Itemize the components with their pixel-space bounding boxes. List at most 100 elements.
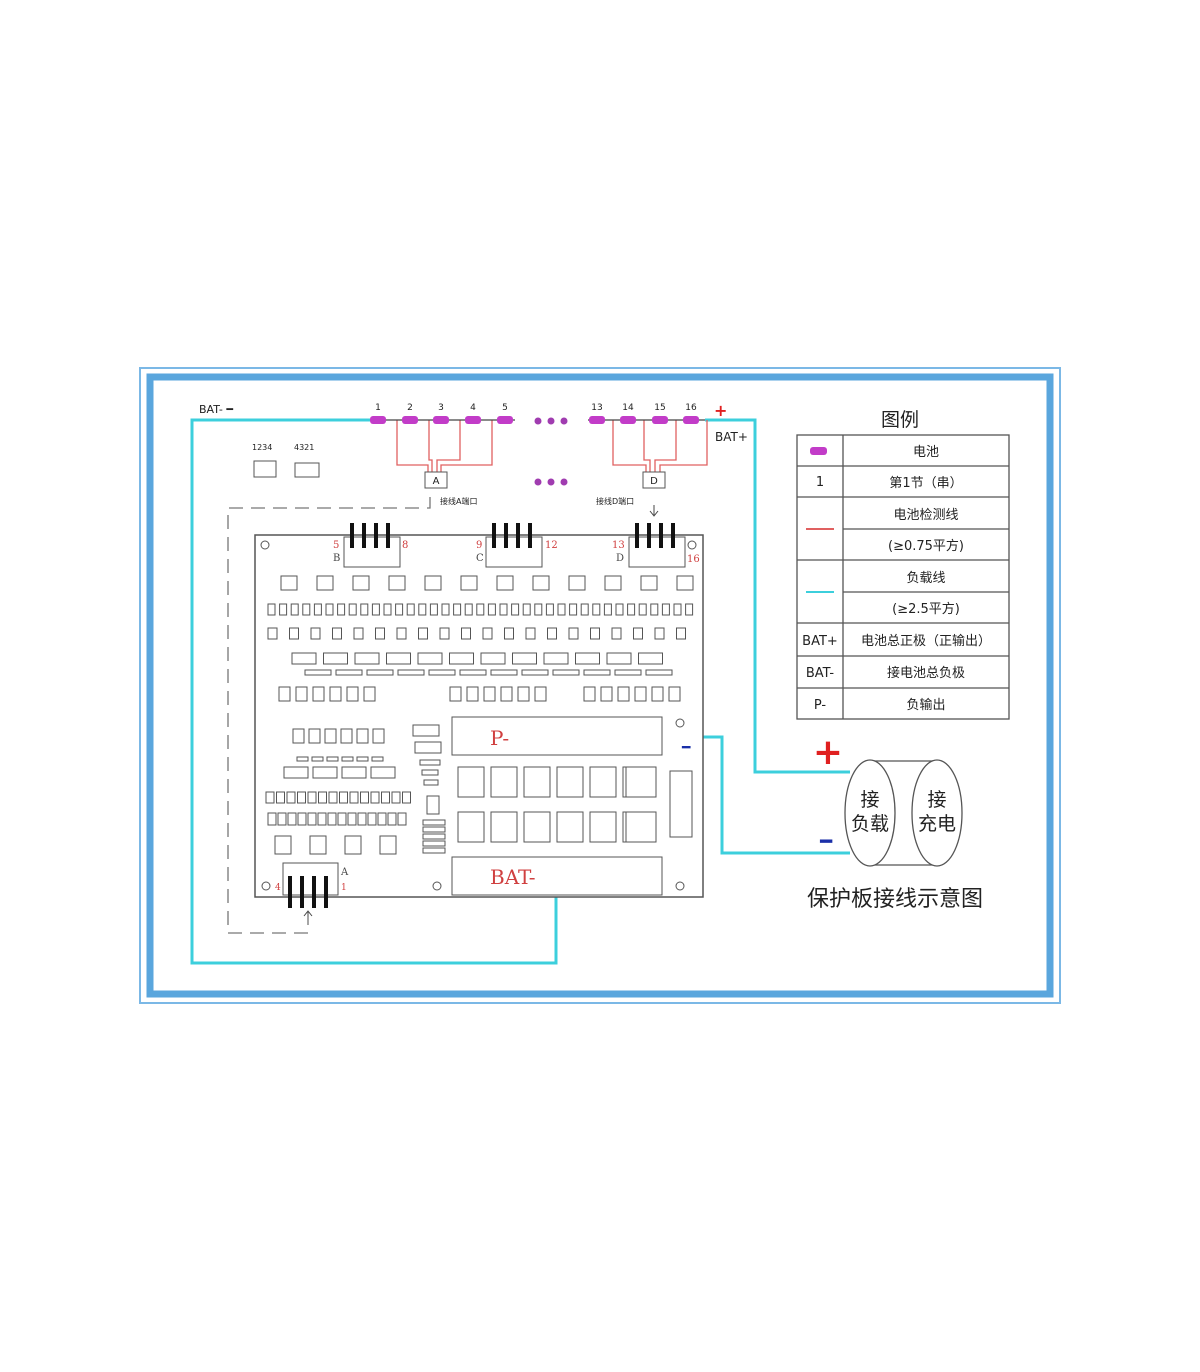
component (429, 603, 438, 616)
connector-b: 5 B 8 (333, 536, 408, 568)
component (611, 627, 622, 640)
charge-terminal (911, 759, 963, 867)
battery-cell (465, 416, 481, 424)
component (267, 627, 278, 640)
component (441, 603, 450, 616)
component (422, 819, 446, 826)
component (421, 769, 439, 776)
component (583, 669, 611, 676)
component (313, 603, 322, 616)
component (316, 575, 334, 591)
component (347, 812, 357, 826)
component (375, 627, 385, 640)
port-d-label: 接线D端口 (596, 496, 634, 506)
component (521, 669, 549, 676)
svg-text:A: A (340, 867, 349, 878)
cell-number: 13 (591, 403, 602, 413)
component (417, 652, 443, 665)
component (327, 812, 337, 826)
component (279, 603, 288, 616)
component (490, 669, 518, 676)
component (310, 627, 321, 640)
component (589, 811, 617, 843)
component (600, 686, 613, 702)
svg-text:9: 9 (476, 540, 482, 551)
component (580, 603, 589, 616)
svg-text:12: 12 (545, 540, 558, 551)
component (297, 791, 306, 804)
legend-text-load: 负载线 (906, 571, 945, 586)
legend-text-bat-minus: 接电池总负极 (887, 665, 965, 681)
legend-text-sense: 电池检测线 (893, 508, 958, 523)
component (286, 791, 296, 804)
component (307, 812, 317, 826)
component (645, 669, 673, 676)
component (277, 812, 287, 826)
component (308, 728, 321, 744)
legend-text-load-gauge: (≥2.5平方) (892, 601, 960, 617)
component (685, 603, 694, 616)
component (661, 603, 670, 616)
battery-cell (620, 416, 636, 424)
component (476, 603, 485, 616)
component (326, 756, 339, 762)
component (634, 686, 647, 702)
component (490, 766, 518, 798)
legend-text-battery: 电池 (913, 445, 939, 460)
component (500, 686, 513, 702)
component (391, 791, 401, 804)
component (397, 669, 425, 676)
connector-pins (288, 523, 675, 908)
load-terminal-label-2: 负载 (851, 813, 889, 835)
bat-minus-label: BAT- ━ (199, 403, 233, 416)
component (428, 669, 456, 676)
component (386, 652, 411, 665)
component (633, 627, 643, 640)
component (523, 811, 551, 843)
battery-cell (652, 416, 668, 424)
component (311, 756, 324, 762)
component (419, 759, 441, 766)
component (289, 627, 299, 640)
component (265, 791, 275, 804)
p-minus-label: P- (490, 726, 509, 750)
component (395, 603, 404, 616)
component (487, 603, 496, 616)
arrow-up-icon (303, 910, 313, 917)
component (651, 686, 664, 702)
port-d-connector (642, 471, 666, 489)
component (499, 603, 508, 616)
component (654, 627, 665, 640)
component (360, 791, 369, 804)
component (312, 766, 338, 779)
component (323, 652, 348, 665)
legend-text-bat-plus: 电池总正极（正输出） (861, 633, 991, 649)
component (341, 766, 367, 779)
component (274, 835, 292, 855)
cell-number: 4 (470, 403, 476, 413)
component (278, 686, 291, 702)
component (525, 627, 536, 640)
component (592, 603, 601, 616)
battery-cell (589, 416, 605, 424)
component (556, 766, 584, 798)
component (340, 728, 353, 744)
svg-text:B: B (333, 553, 340, 564)
component (356, 728, 369, 744)
component (337, 812, 347, 826)
legend-text-sense-gauge: (≥0.75平方) (888, 538, 964, 554)
legend-text-cell: 第1节（串） (889, 476, 962, 491)
component (556, 811, 584, 843)
component (371, 603, 380, 616)
component (290, 603, 299, 616)
component (348, 603, 357, 616)
bat-minus-pad-label: BAT- (490, 865, 536, 889)
cell-number: 3 (438, 403, 444, 413)
sense-wires (396, 420, 708, 472)
bat-plus-label: BAT+ (715, 430, 748, 444)
terminal-minus-sign: ━ (819, 829, 833, 853)
component (363, 686, 376, 702)
component (590, 627, 600, 640)
component (295, 686, 308, 702)
component (606, 652, 632, 665)
